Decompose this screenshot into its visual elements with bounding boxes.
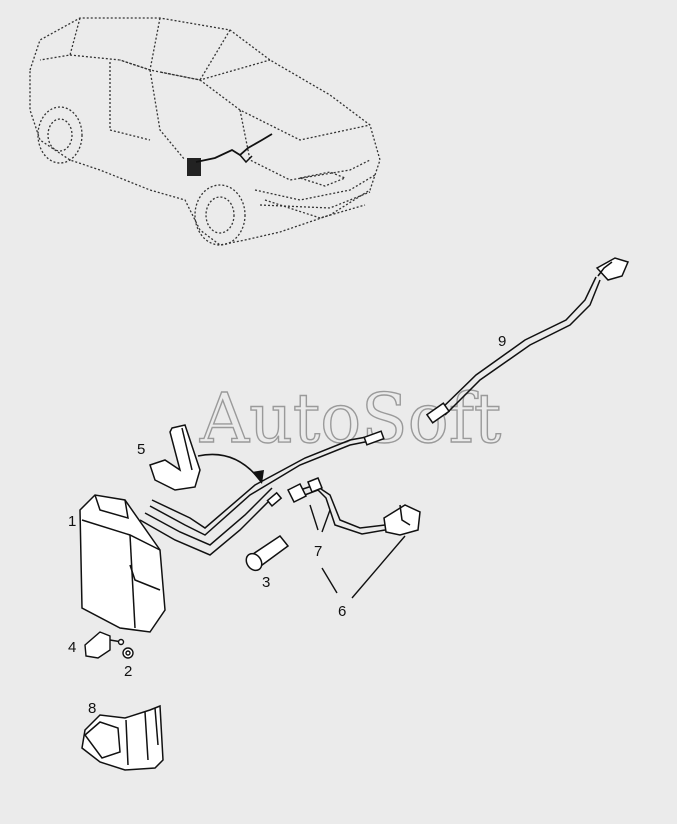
sleeve — [245, 534, 290, 572]
callout-2: 2 — [124, 663, 132, 680]
callout-5: 5 — [137, 441, 145, 458]
connector-lead — [286, 477, 421, 536]
watermark: AutoSoft — [199, 380, 501, 459]
car-coil-highlight — [187, 133, 273, 176]
leader-lines — [309, 504, 406, 599]
callout-7: 7 — [314, 543, 322, 560]
coil-clip — [149, 424, 201, 491]
callout-4: 4 — [68, 639, 76, 656]
callout-8: 8 — [88, 700, 96, 717]
callout-1: 1 — [68, 513, 76, 530]
mounting-bracket — [81, 704, 164, 771]
nut — [122, 647, 134, 659]
callout-3: 3 — [262, 574, 270, 591]
fit-arrow-head — [252, 470, 264, 484]
ignition-coil — [79, 494, 166, 633]
car-outline — [29, 17, 381, 246]
callout-9: 9 — [498, 333, 506, 350]
bracket — [84, 631, 125, 659]
callout-6: 6 — [338, 603, 346, 620]
ht-lead — [425, 257, 630, 424]
coil-leads — [139, 430, 385, 556]
